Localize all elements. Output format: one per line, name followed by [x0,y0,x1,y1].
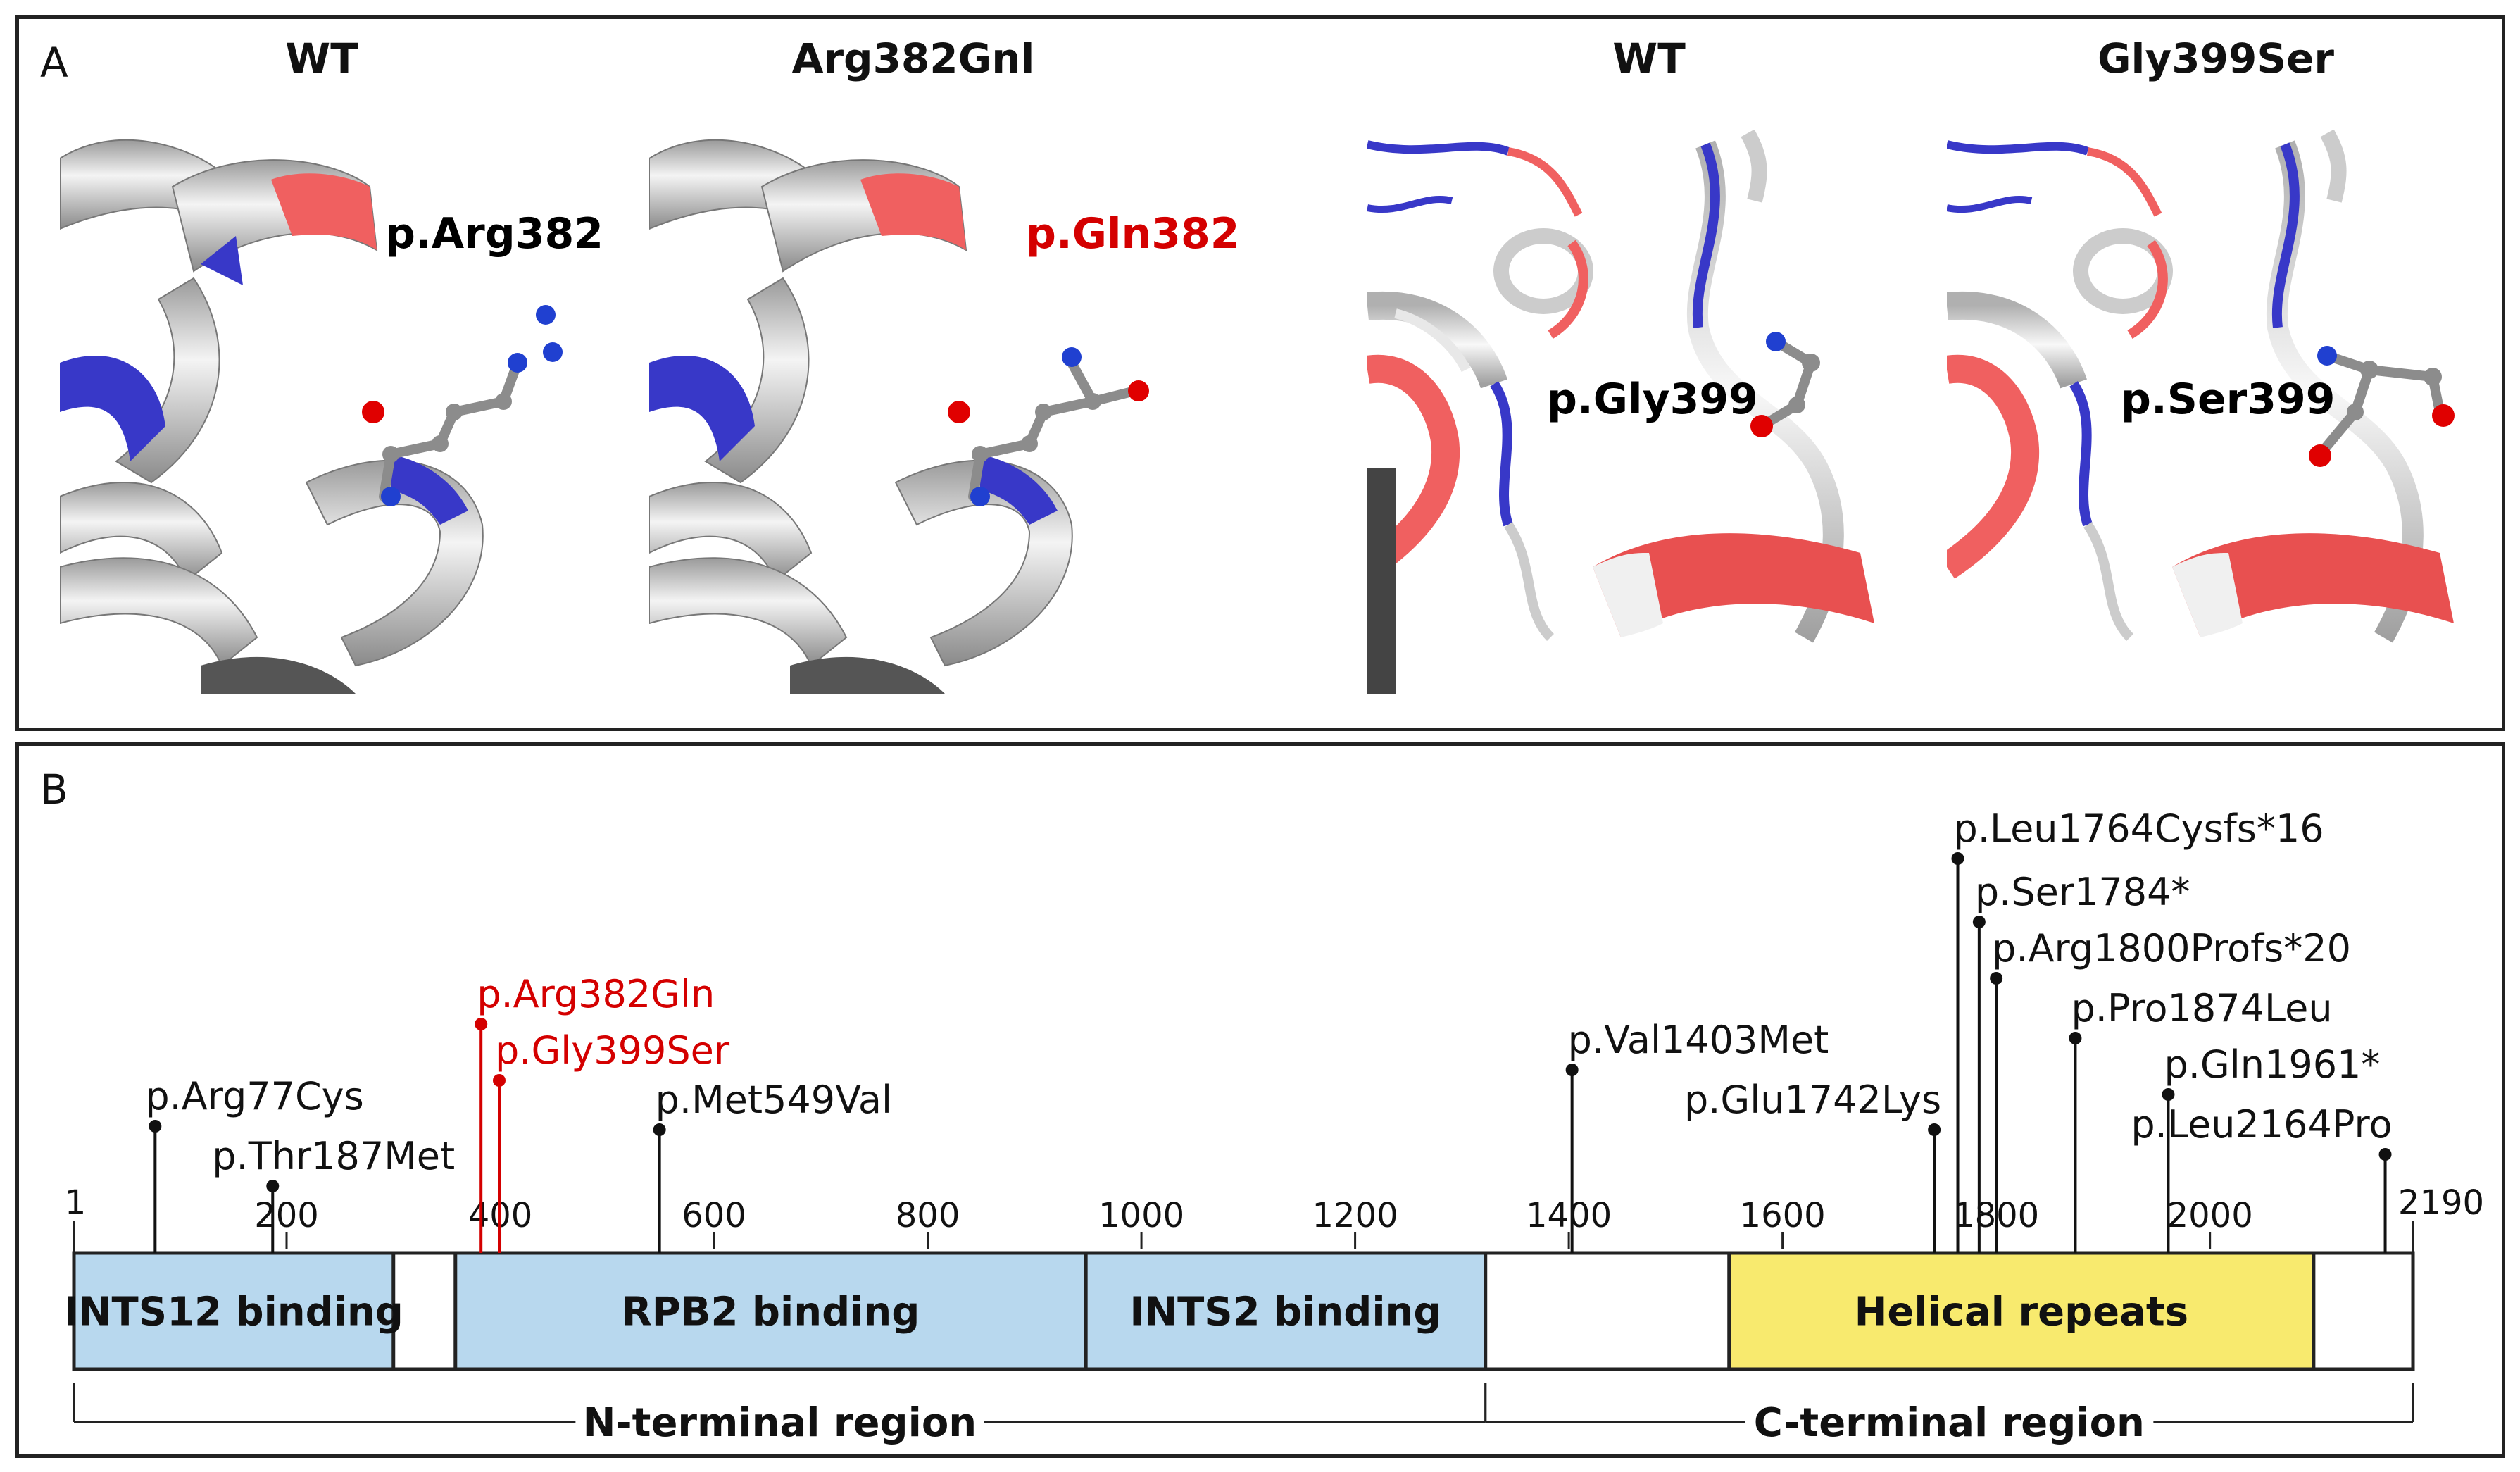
panel-b: B 12190200400600800100012001400160018002… [15,742,2505,1458]
axis-tick-label: 800 [896,1196,960,1235]
domain-label: INTS12 binding [64,1290,403,1335]
variant-head [1951,852,1964,865]
variant-label: p.Leu1764Cysfs*16 [1954,806,2324,851]
axis-end-label: 2190 [2398,1183,2484,1223]
structure-3-image [1367,130,1902,694]
structure-4-image [1947,130,2482,694]
variant-label: p.Arg382Gln [477,972,715,1016]
axis-tick-label: 2000 [2167,1196,2253,1235]
protein-domain-diagram: 1219020040060080010001200140016001800200… [64,806,2484,1446]
variant-label: p.Arg77Cys [145,1074,363,1118]
variant-label: p.Arg1800Profs*20 [1992,926,2351,971]
axis-tick-label: 1000 [1098,1196,1184,1235]
variant-label: p.Val1403Met [1568,1018,1829,1062]
variant-head [2378,1148,2392,1161]
variant-head [266,1180,280,1192]
structure-4-residue-label: p.Ser399 [2121,375,2336,424]
structure-2-title: Arg382Gnl [791,35,1035,82]
axis-tick-label: 600 [682,1196,746,1235]
variant-label: p.Glu1742Lys [1684,1078,1941,1122]
variant-label: p.Gly399Ser [495,1028,730,1073]
variant-label: p.Met549Val [656,1078,892,1122]
variant-head [1565,1064,1579,1076]
domain-track: INTS12 binding RPB2 binding INTS2 binding H… [64,1251,2415,1371]
axis-tick-label: 1200 [1312,1196,1398,1235]
region-brackets: N-terminal region C-terminal region [73,1383,2414,1446]
variant-label: p.Gln1961* [2164,1042,2380,1087]
structure-4-title: Gly399Ser [2097,35,2335,82]
structure-1-image [60,130,595,694]
domain-label: Helical repeats [1855,1290,2188,1335]
region-label: C-terminal region [1754,1400,2145,1446]
domain-2 [1084,1251,1488,1371]
axis-tick-label: 1400 [1526,1196,1612,1235]
region-label: N-terminal region [583,1400,977,1446]
panel-b-letter: B [40,766,68,813]
structure-3-residue-label: p.Gly399 [1547,375,1758,424]
variant-lollipops: p.Arg77Cys p.Thr187Met p.Arg382Gln p.Gly399… [145,806,2393,1253]
variant-head [2069,1032,2082,1044]
structure-2-image [649,130,1184,694]
domain-label: RPB2 binding [622,1290,920,1335]
domain-0 [72,1251,396,1371]
variant-head [1990,972,2003,985]
variant-head [493,1074,506,1087]
variant-label: p.Leu2164Pro [2131,1102,2392,1147]
structure-3-title: WT [1612,35,1686,82]
structure-1-residue-label: p.Arg382 [385,209,603,258]
structure-1-title: WT [285,35,358,82]
variant-head [1972,916,1986,928]
structure-2-residue-label: p.Gln382 [1026,209,1240,258]
position-axis: 1219020040060080010001200140016001800200… [65,1183,2484,1253]
axis-start-label: 1 [65,1183,87,1223]
variant-label: p.Ser1784* [1975,870,2190,914]
variant-head [475,1018,488,1030]
variant-label: p.Pro1874Leu [2071,986,2332,1030]
variant-head [2162,1088,2175,1101]
panel-a: A WT [15,15,2505,731]
panel-a-letter: A [40,39,68,87]
variant-label: p.Thr187Met [212,1134,455,1178]
variant-head [653,1123,666,1136]
domain-1 [453,1251,1088,1371]
variant-head [149,1120,162,1133]
axis-tick-label: 1600 [1740,1196,1826,1235]
domain-3 [1727,1251,2316,1371]
domain-label: INTS2 binding [1129,1290,1441,1335]
variant-head [1928,1123,1941,1136]
axis-tick-label: 200 [254,1196,319,1235]
